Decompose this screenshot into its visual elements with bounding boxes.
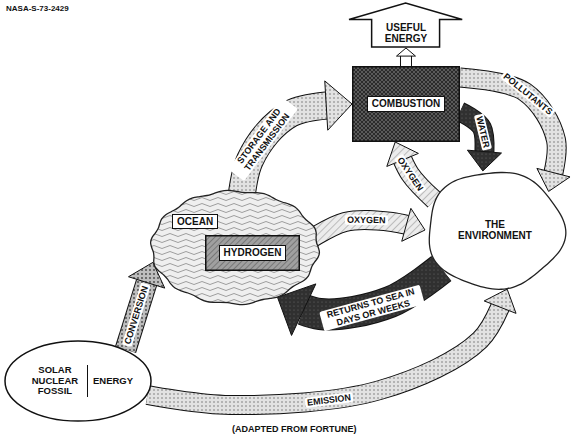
flow-arrow: [460, 112, 501, 171]
flow-arrow: [396, 48, 415, 66]
node-text: HYDROGEN: [219, 245, 287, 260]
node-text: OCEAN: [172, 214, 218, 229]
arrow-head: [484, 289, 516, 313]
environment-region: THE ENVIRONMENT: [425, 170, 565, 290]
flow-arrow: [387, 142, 435, 200]
process-box: COMBUSTION: [352, 66, 460, 142]
flow-label: CONVERSION: [122, 282, 151, 347]
source-oval: SOLAR NUCLEAR FOSSILENERGY: [4, 340, 152, 422]
arrow-band: [148, 289, 508, 405]
flow-arrow: [300, 208, 425, 245]
source-note: (ADAPTED FROM FORTUNE): [232, 424, 357, 434]
flow-label: STORAGE AND TRANSMISSION: [227, 97, 297, 181]
flow-label: OXYGEN: [345, 215, 388, 226]
box-outline: [353, 67, 460, 142]
environment-outline: [429, 172, 566, 289]
flow-label: EMISSION: [305, 392, 354, 408]
node-text: THE ENVIRONMENT: [449, 219, 541, 241]
ocean-outline: [151, 190, 320, 304]
flow-arrows: [126, 48, 570, 405]
output-arrow: USEFUL ENERGY: [349, 2, 462, 48]
flow-label: POLLUTANTS: [500, 70, 556, 118]
ocean-region: OCEAN HYDROGEN: [150, 190, 320, 305]
arrow-outline: [349, 3, 462, 47]
arrow-head: [537, 168, 570, 191]
flow-label: OXYGEN: [394, 154, 426, 195]
arrow-head: [396, 48, 415, 56]
arrow-outline: [148, 289, 508, 405]
arrow-head: [325, 81, 352, 130]
arrow-head: [467, 150, 501, 171]
node-text: COMBUSTION: [367, 96, 445, 111]
flow-arrow: [148, 289, 517, 405]
node-text: SOLAR NUCLEAR FOSSIL: [23, 365, 88, 397]
flow-label: RETURNS TO SEA IN DAYS OR WEEKS: [319, 285, 425, 332]
node-text: USEFUL ENERGY: [374, 22, 438, 44]
flow-label: WATER: [474, 113, 492, 150]
oval-outline: [5, 341, 151, 421]
arrow-head: [402, 208, 425, 241]
node-text: ENERGY: [88, 376, 133, 387]
figure-number: NASA-S-73-2429: [6, 4, 69, 13]
box-outline: [206, 236, 300, 271]
process-box: HYDROGEN: [205, 235, 300, 271]
